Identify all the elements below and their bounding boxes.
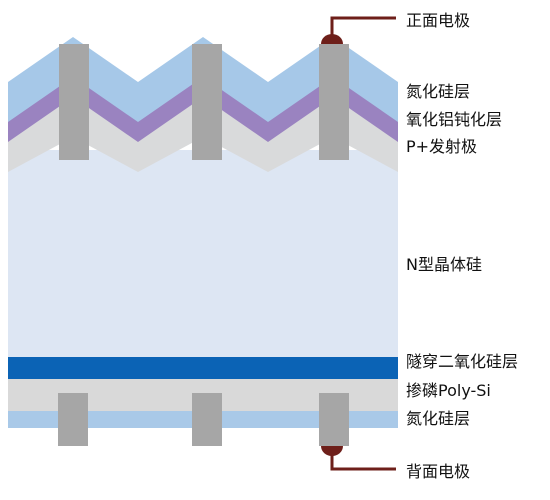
rear-electrode-finger [192,393,222,446]
rear-leader-dot [321,446,343,456]
doped-poly-si-label: 掺磷Poly-Si [406,381,491,400]
rear-electrode-leader [321,446,396,471]
front-leader-line [330,16,396,38]
rear-leader-line [330,452,396,471]
front-electrode-finger [319,44,349,160]
rear-nitride-label: 氮化硅层 [406,409,470,428]
front-electrode-label: 正面电极 [406,11,470,30]
front-electrode-finger [192,44,222,160]
front-nitride-label: 氮化硅层 [406,82,470,101]
tunnel-oxide-label: 隧穿二氧化硅层 [406,352,518,371]
alumina-passivation-label: 氧化铝钝化层 [406,110,502,129]
n-silicon-label: N型晶体硅 [406,255,482,274]
front-electrode-leader [321,16,396,44]
front-leader-dot [321,34,343,44]
rear-electrode-finger [58,393,88,446]
front-electrode-finger [59,44,89,160]
p-emitter-label: P+发射极 [406,137,477,156]
rear-electrode-finger [319,393,349,446]
tunnel-oxide-layer [8,357,398,379]
rear-electrode-label: 背面电极 [406,462,470,481]
n-silicon-layer [8,150,398,360]
